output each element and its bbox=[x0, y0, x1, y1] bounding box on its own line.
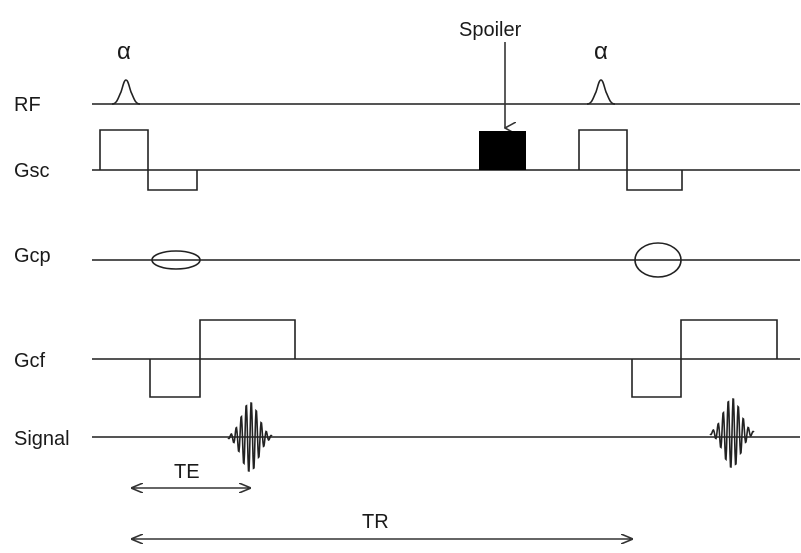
spoiler-gradient bbox=[479, 131, 526, 170]
gcf-readout-lobe-1 bbox=[199, 319, 296, 359]
gcf-dephase-lobe-2 bbox=[631, 359, 682, 398]
gsc-label: Gsc bbox=[14, 160, 50, 182]
gcf-label: Gcf bbox=[14, 350, 46, 372]
echo-signal-2 bbox=[709, 398, 755, 468]
gcp-phase-encode-1 bbox=[151, 250, 201, 270]
signal-label: Signal bbox=[14, 428, 70, 450]
rf-label: RF bbox=[14, 94, 41, 116]
gsc-rephase-lobe-2 bbox=[626, 170, 683, 191]
gsc-rephase-lobe-1 bbox=[147, 170, 198, 191]
spoiler-label: Spoiler bbox=[459, 19, 522, 41]
alpha-label-2: α bbox=[594, 38, 608, 65]
echo-signal-1 bbox=[227, 402, 273, 472]
te-label: TE bbox=[174, 461, 200, 483]
alpha-label-1: α bbox=[117, 38, 131, 65]
gcf-dephase-lobe-1 bbox=[149, 359, 201, 398]
rf-pulse-2 bbox=[586, 79, 616, 105]
tr-label: TR bbox=[362, 511, 389, 533]
gcp-label: Gcp bbox=[14, 245, 51, 267]
rf-pulse-1 bbox=[111, 79, 141, 105]
gcp-phase-encode-2 bbox=[634, 242, 682, 278]
gsc-slice-lobe-1 bbox=[99, 129, 149, 170]
gcf-readout-lobe-2 bbox=[680, 319, 778, 359]
gsc-slice-lobe-2 bbox=[578, 129, 628, 170]
